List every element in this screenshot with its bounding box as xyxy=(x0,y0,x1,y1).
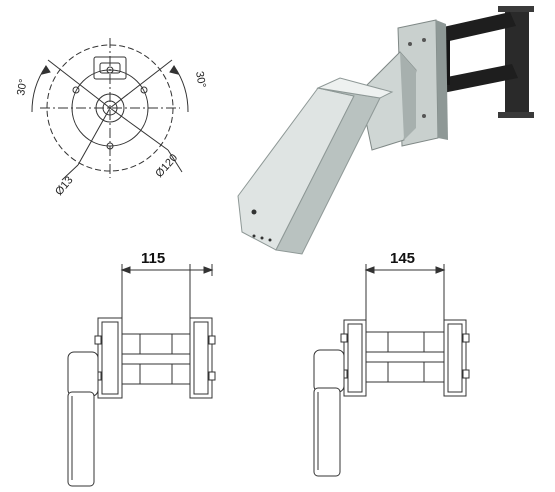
lower-rail-b xyxy=(365,361,445,383)
arm-a-tube xyxy=(67,391,95,487)
lower-rail-a xyxy=(121,363,191,385)
arm-b-tube xyxy=(313,387,341,477)
square-tube-top xyxy=(316,77,394,99)
side-view-145 xyxy=(313,264,470,477)
bolt-hole-right xyxy=(140,86,148,94)
side-view-115 xyxy=(67,264,216,487)
flange-top-view xyxy=(31,38,189,181)
upper-rail-b xyxy=(365,331,445,353)
width-label-145: 145 xyxy=(390,250,415,267)
upper-rail-a xyxy=(121,333,191,355)
arm-b xyxy=(313,349,345,393)
angle-label-left: 30° xyxy=(15,78,30,96)
width-label-115: 115 xyxy=(141,250,165,267)
clamp-rail-lower xyxy=(432,64,518,94)
angle-label-right: 30° xyxy=(193,70,208,88)
diameter-large-label: Ø120 xyxy=(153,152,180,180)
tube-hole xyxy=(251,209,257,215)
bolt-hole-left xyxy=(72,86,80,94)
arm-a xyxy=(67,351,99,397)
product-render xyxy=(237,6,534,255)
diameter-small-label: Ø13 xyxy=(53,174,76,198)
clamp-rail-upper xyxy=(430,12,516,44)
